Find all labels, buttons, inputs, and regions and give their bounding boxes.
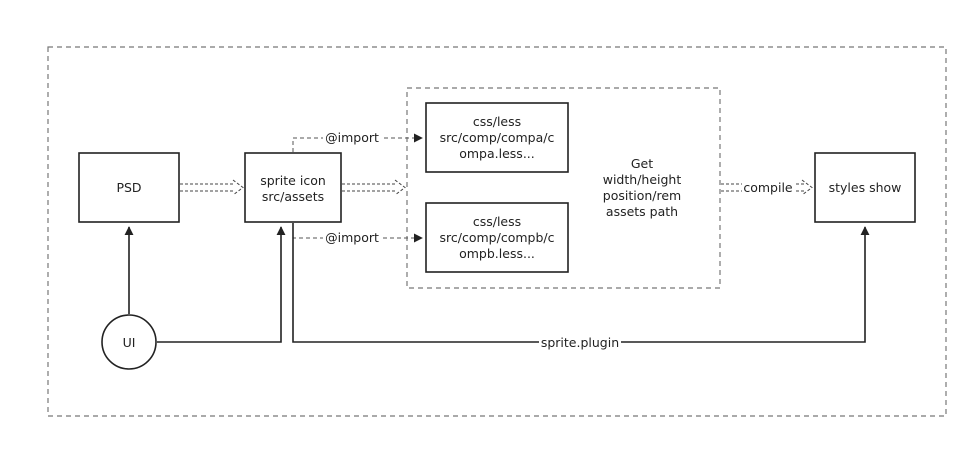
- compa-box: [425, 102, 569, 173]
- compb-label-line2: src/comp/compb/c: [440, 230, 555, 245]
- compa-label-line2: src/comp/compa/c: [440, 130, 555, 145]
- outer-container: [47, 46, 947, 417]
- compb-box: [425, 202, 569, 273]
- ui-circle: [101, 314, 157, 370]
- compb-node: css/less src/comp/compb/c ompb.less...: [425, 202, 569, 273]
- get-line3: position/rem: [603, 188, 681, 203]
- styles-label: styles show: [829, 180, 902, 195]
- less-group-container: [406, 87, 721, 289]
- sprite-to-group-arrow: [342, 179, 406, 196]
- ui-node: UI: [101, 314, 157, 370]
- get-line4: assets path: [606, 204, 678, 219]
- import-compb-label-bg: [323, 230, 381, 245]
- psd-box: [78, 152, 180, 223]
- psd-label: PSD: [116, 180, 141, 195]
- compa-label-line3: ompa.less...: [459, 146, 535, 161]
- compa-label-line1: css/less: [473, 114, 521, 129]
- compa-node: css/less src/comp/compa/c ompa.less...: [425, 102, 569, 173]
- styles-box: [814, 152, 916, 223]
- compb-label-line1: css/less: [473, 214, 521, 229]
- psd-to-sprite-arrow: [180, 179, 244, 196]
- import-compb-edge: @import: [292, 223, 423, 245]
- compb-label-line3: ompb.less...: [459, 246, 535, 261]
- get-info-text: Get width/height position/rem assets pat…: [603, 156, 682, 219]
- sprite-plugin-label-bg: [539, 335, 621, 350]
- sprite-plugin-label: sprite.plugin: [541, 335, 619, 350]
- sprite-label-line1: sprite icon: [260, 173, 326, 188]
- import-compb-label: @import: [325, 230, 379, 245]
- get-line2: width/height: [603, 172, 682, 187]
- get-line1: Get: [631, 156, 653, 171]
- import-compa-label: @import: [325, 130, 379, 145]
- sprite-box: [244, 152, 342, 223]
- styles-node: styles show: [814, 152, 916, 223]
- import-compa-edge: @import: [292, 130, 423, 152]
- ui-label: UI: [123, 335, 136, 350]
- sprite-label-line2: src/assets: [262, 189, 324, 204]
- compile-label-bg: [742, 180, 794, 195]
- ui-to-sprite-edge: [157, 226, 286, 343]
- compile-label: compile: [743, 180, 793, 195]
- import-compa-label-bg: [323, 130, 381, 145]
- psd-node: PSD: [78, 152, 180, 223]
- sprite-node: sprite icon src/assets: [244, 152, 342, 223]
